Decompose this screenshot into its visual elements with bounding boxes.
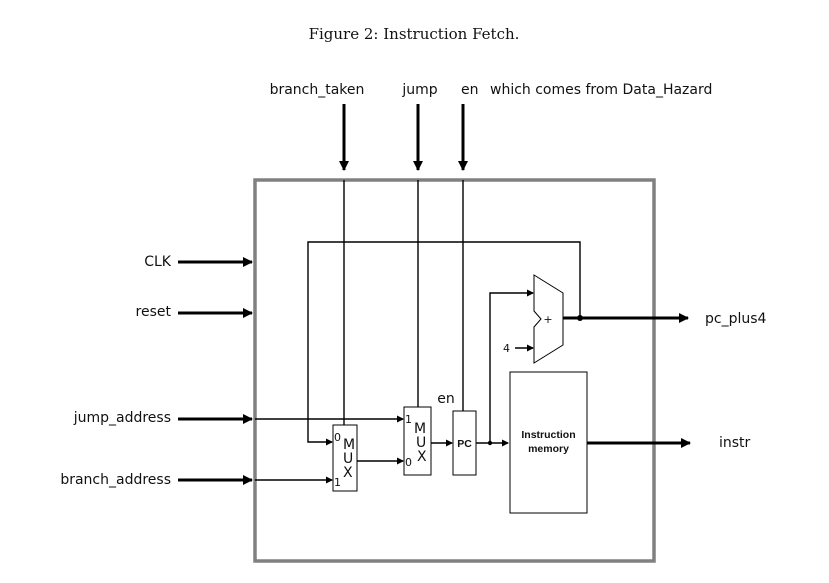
branch-taken-label: branch_taken [270,82,365,98]
pc-plus4-label: pc_plus4 [705,311,767,327]
imem-label-line2: memory [528,443,569,455]
pc-to-adder-wire [476,289,534,444]
mux2-letter-x: X [417,449,427,465]
fetch-unit-frame [253,178,656,563]
pc-plus4-junction-dot [577,315,583,321]
mux1-in0-label: 0 [334,431,341,444]
mux1-letter-m: M [343,437,355,453]
pc-adder [533,274,564,364]
pc-junction-dot [487,440,493,446]
instruction-memory [509,371,588,514]
mux1-letter-u: U [343,451,353,467]
reset-label: reset [136,304,172,320]
branch-address-label: branch_address [60,472,171,488]
mux2-letter-m: M [414,421,426,437]
clk-label: CLK [144,254,172,270]
mux1-letter-x: X [343,465,353,481]
en-note-label: which comes from Data_Hazard [490,82,712,98]
pc-plus4-feedback-wire [307,241,581,446]
mux1-in1-label: 1 [334,476,341,489]
adder-plus-sign: + [543,313,552,326]
imem-label-line1: Instruction [521,429,575,441]
pc-register [452,410,477,476]
en-top-label: en [461,82,479,98]
mux2-letter-u: U [416,435,426,451]
figure-caption: Figure 2: Instruction Fetch. [309,25,520,43]
mux2-in1-label: 1 [405,413,412,426]
jump-label: jump [401,82,437,98]
const-4-label: 4 [503,342,510,355]
instr-label: instr [719,435,751,451]
mux-jump [403,406,432,476]
jump-address-label: jump_address [73,410,171,426]
mux-branch [332,424,358,492]
pc-en-label: en [437,391,455,407]
pc-label: PC [457,438,472,450]
mux2-in0-label: 0 [405,456,412,469]
